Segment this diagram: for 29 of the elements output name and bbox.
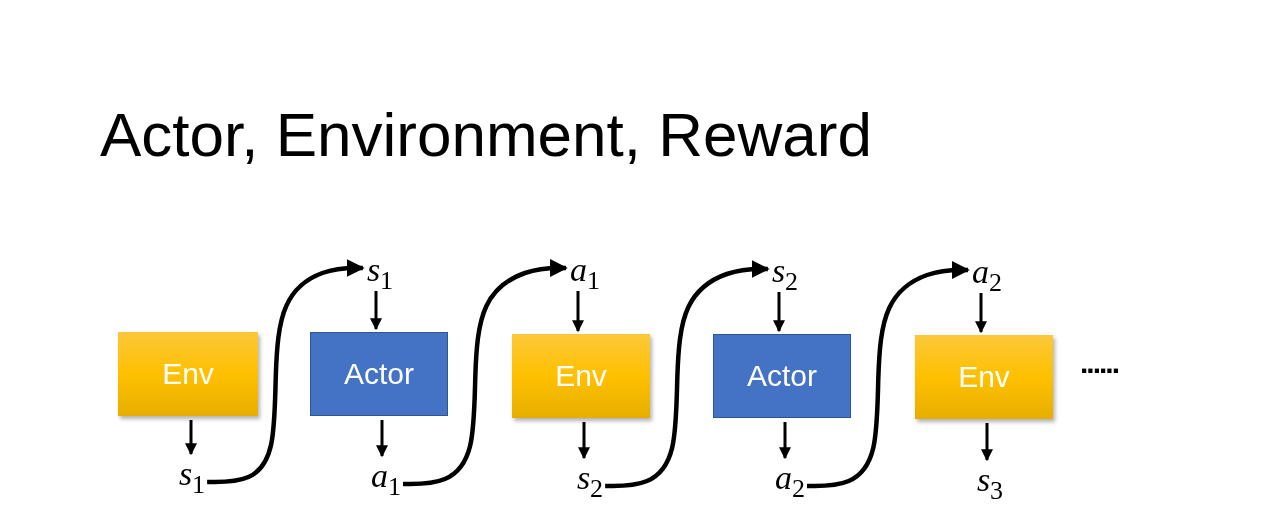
arrow bbox=[605, 260, 770, 489]
math-variable: a$_{2}$ bbox=[775, 461, 805, 495]
environment-box: Env bbox=[915, 335, 1053, 419]
arrow bbox=[370, 291, 382, 331]
math-variable: s$_{1}$ bbox=[366, 253, 394, 287]
arrow bbox=[578, 422, 590, 460]
math-variable: a$_{1}$ bbox=[570, 253, 600, 287]
math-variable: s$_{2}$ bbox=[576, 461, 604, 495]
math-variable: s$_{1}$ bbox=[178, 457, 206, 491]
math-variable: a$_{2}$ bbox=[972, 255, 1002, 289]
arrow bbox=[376, 420, 388, 458]
arrow bbox=[779, 422, 791, 460]
math-variable: s$_{2}$ bbox=[771, 254, 799, 288]
slide-title: Actor, Environment, Reward bbox=[100, 99, 872, 171]
arrow bbox=[207, 259, 365, 485]
arrow bbox=[572, 291, 584, 333]
arrow bbox=[773, 292, 785, 333]
math-variable: s$_{3}$ bbox=[976, 463, 1004, 497]
actor-box: Actor bbox=[713, 334, 851, 418]
ellipsis: ...... bbox=[1080, 346, 1118, 380]
arrow bbox=[975, 293, 987, 334]
arrow bbox=[403, 259, 568, 487]
actor-box: Actor bbox=[310, 332, 448, 416]
environment-box: Env bbox=[512, 334, 650, 418]
arrow bbox=[981, 423, 993, 462]
environment-box: Env bbox=[118, 332, 258, 416]
arrow bbox=[807, 261, 970, 489]
math-variable: a$_{1}$ bbox=[371, 459, 401, 493]
arrow bbox=[185, 420, 197, 456]
